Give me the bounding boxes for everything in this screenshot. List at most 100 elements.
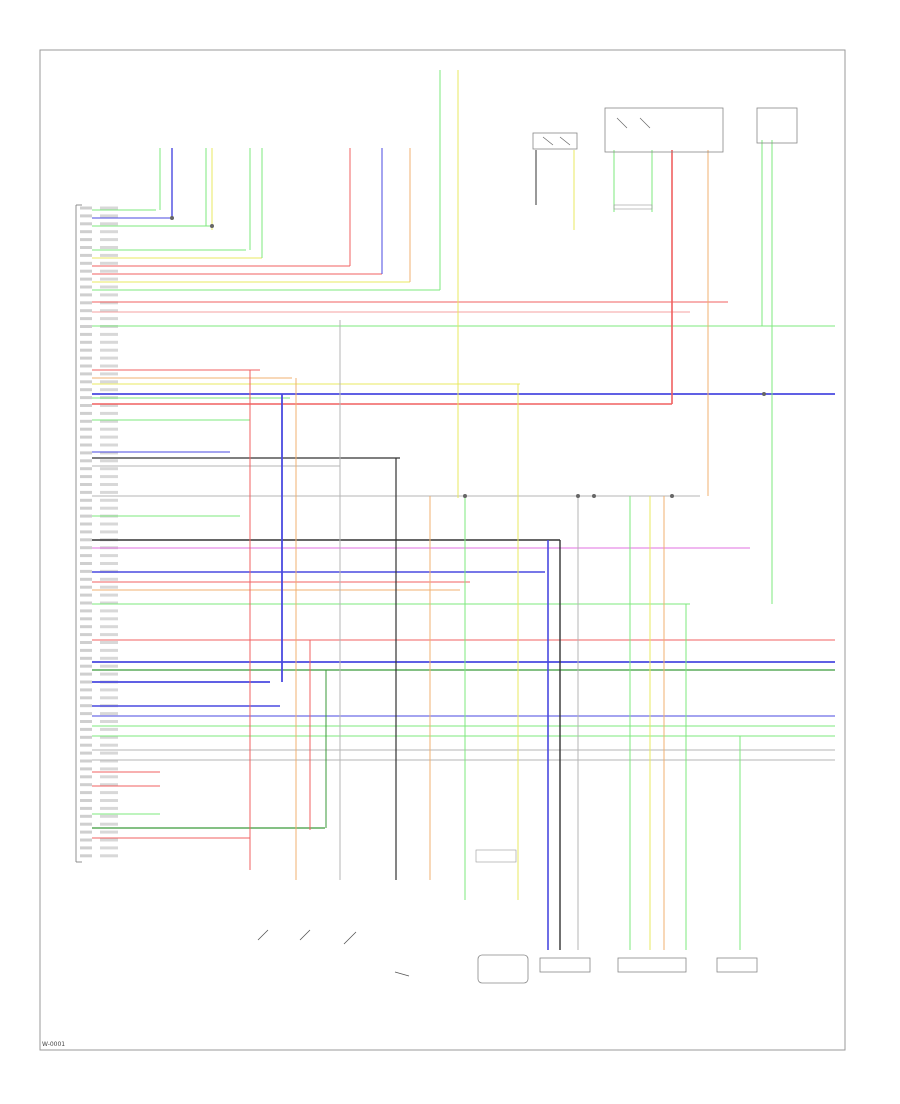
pin-number bbox=[80, 396, 92, 400]
pin-number bbox=[80, 704, 92, 708]
pin-number bbox=[80, 325, 92, 328]
pin-number bbox=[80, 277, 92, 281]
pin-number bbox=[80, 814, 92, 818]
junction-dot bbox=[170, 216, 174, 220]
ecm-connector-block bbox=[75, 204, 82, 863]
pin-number bbox=[80, 427, 92, 431]
bottom-component-group bbox=[257, 849, 758, 984]
pin-wire-code bbox=[100, 672, 118, 676]
pin-number bbox=[80, 554, 92, 558]
pin-number bbox=[80, 372, 92, 376]
diagram-frame bbox=[39, 49, 846, 1051]
pin-wire-code bbox=[100, 356, 118, 360]
pin-wire-code bbox=[100, 609, 118, 613]
pin-number bbox=[80, 751, 92, 755]
pin-number bbox=[80, 404, 92, 407]
pin-number bbox=[80, 648, 92, 652]
pin-wire-code bbox=[100, 364, 118, 368]
pin-number bbox=[80, 617, 92, 621]
pin-number bbox=[80, 609, 92, 613]
pin-wire-code bbox=[100, 475, 118, 479]
pin-number bbox=[80, 727, 92, 731]
pin-wire-code bbox=[100, 641, 118, 644]
pin-number bbox=[80, 601, 92, 605]
pin-number bbox=[80, 791, 92, 795]
pin-wire-code bbox=[100, 253, 118, 257]
pin-number bbox=[80, 348, 92, 352]
pin-wire-code bbox=[100, 214, 118, 218]
pin-wire-code bbox=[100, 285, 118, 289]
pin-wire-code bbox=[100, 743, 118, 747]
top-component-group bbox=[532, 107, 798, 210]
junction-dot bbox=[210, 224, 214, 228]
pin-wire-code bbox=[100, 419, 118, 423]
pin-wire-code bbox=[100, 633, 118, 637]
pin-wire-code bbox=[100, 530, 118, 534]
pin-number bbox=[80, 546, 92, 550]
pin-number bbox=[80, 388, 92, 392]
bottom-connector-1 bbox=[539, 957, 591, 973]
bottom-connector-2 bbox=[617, 957, 687, 973]
pin-wire-code bbox=[100, 451, 118, 455]
pin-number bbox=[80, 419, 92, 423]
pin-number bbox=[80, 253, 92, 257]
pin-wire-code bbox=[100, 483, 118, 486]
pin-wire-code bbox=[100, 759, 118, 763]
pin-wire-code bbox=[100, 846, 118, 850]
pin-wire-code bbox=[100, 340, 118, 344]
pin-wire-code bbox=[100, 230, 118, 234]
pin-number bbox=[80, 688, 92, 692]
pin-number bbox=[80, 451, 92, 455]
pin-number bbox=[80, 261, 92, 265]
pin-wire-code bbox=[100, 799, 118, 802]
pin-wire-code bbox=[100, 277, 118, 281]
junction-dot bbox=[762, 392, 766, 396]
pin-number bbox=[80, 743, 92, 747]
pin-number bbox=[80, 514, 92, 518]
pin-number bbox=[80, 633, 92, 637]
pin-number bbox=[80, 735, 92, 739]
junction-dot bbox=[463, 494, 467, 498]
pin-wire-code bbox=[100, 814, 118, 818]
pin-number bbox=[80, 238, 92, 242]
pin-number bbox=[80, 720, 92, 723]
pin-number bbox=[80, 830, 92, 834]
pin-wire-code bbox=[100, 506, 118, 510]
pin-wire-code bbox=[100, 625, 118, 629]
pin-number bbox=[80, 775, 92, 779]
vertical-wires bbox=[159, 70, 773, 950]
pin-number bbox=[80, 293, 92, 297]
pin-number bbox=[80, 506, 92, 510]
pin-number bbox=[80, 490, 92, 494]
pin-wire-code bbox=[100, 404, 118, 407]
pin-wire-code bbox=[100, 664, 118, 668]
pin-wire-code bbox=[100, 522, 118, 526]
pin-number bbox=[80, 672, 92, 676]
pin-wire-code bbox=[100, 467, 118, 471]
pin-number bbox=[80, 364, 92, 368]
pin-wire-code bbox=[100, 617, 118, 621]
pin-wire-code bbox=[100, 443, 118, 447]
pin-wire-code bbox=[100, 727, 118, 731]
pin-number bbox=[80, 799, 92, 802]
top-component-3 bbox=[756, 107, 798, 144]
pin-wire-code bbox=[100, 854, 118, 858]
pin-number bbox=[80, 411, 92, 415]
pin-wire-code bbox=[100, 206, 118, 210]
pin-number bbox=[80, 222, 92, 226]
pin-wire-code bbox=[100, 783, 118, 787]
pin-wire-code bbox=[100, 411, 118, 415]
bottom-sensor-1 bbox=[477, 954, 529, 984]
pin-number bbox=[80, 822, 92, 826]
bottom-switch-1 bbox=[257, 929, 410, 977]
pin-number bbox=[80, 838, 92, 842]
pin-wire-code bbox=[100, 269, 118, 273]
pin-wire-code bbox=[100, 490, 118, 494]
horizontal-wires bbox=[92, 209, 835, 839]
pin-wire-code bbox=[100, 348, 118, 352]
pin-number bbox=[80, 767, 92, 771]
bottom-connector-4 bbox=[475, 849, 517, 863]
pin-wire-code bbox=[100, 301, 118, 305]
